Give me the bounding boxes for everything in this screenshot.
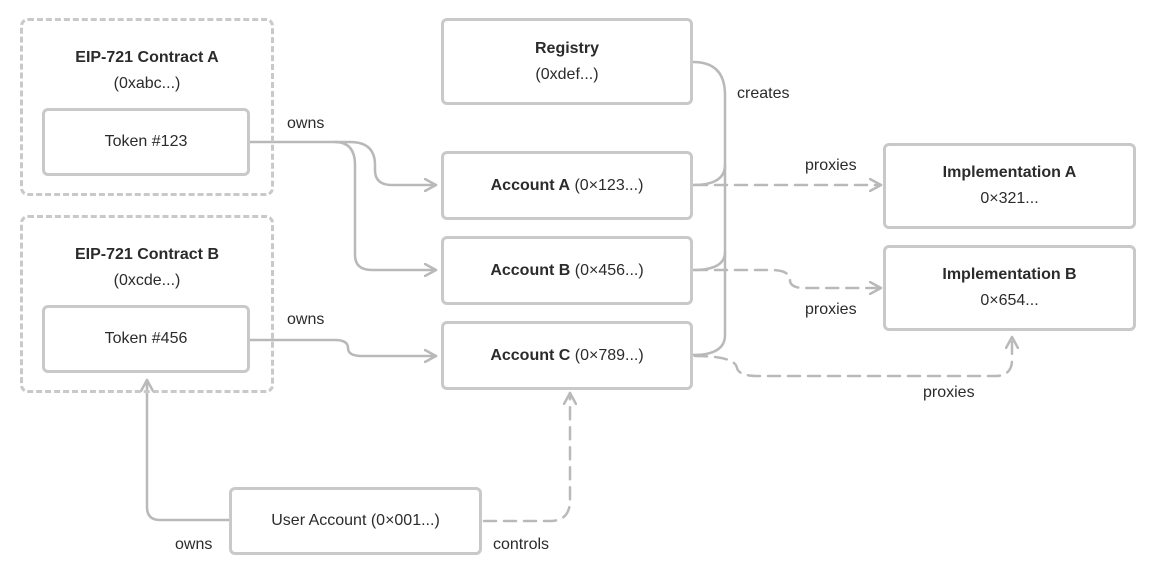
edge-label-owns-user: owns <box>175 536 213 553</box>
account-b-address: (0×456...) <box>570 262 644 279</box>
contract-a-group: EIP-721 Contract A (0xabc...) <box>20 18 274 196</box>
user-account-box[interactable]: User Account (0×001...) <box>229 487 482 555</box>
edge-registry-to-account-a <box>691 163 727 187</box>
implementation-b-address: 0×654... <box>980 292 1039 309</box>
edge-label-proxies-b: proxies <box>805 301 857 318</box>
edge-registry-to-account-b <box>691 250 727 272</box>
registry-address: (0xdef...) <box>535 65 599 83</box>
edge-label-proxies-a: proxies <box>805 157 857 174</box>
token-456-label: Token #456 <box>104 330 188 347</box>
edge-label-owns-a: owns <box>287 115 325 132</box>
registry-title: Registry <box>534 39 600 57</box>
implementation-b-name: Implementation B <box>942 266 1077 283</box>
edge-label-controls: controls <box>493 536 550 553</box>
edge-token123-to-account-b <box>333 140 438 270</box>
edge-token123-to-account-a <box>248 140 438 185</box>
edge-token456-to-account-c <box>248 338 438 356</box>
token-456-box[interactable]: Token #456 <box>42 305 250 373</box>
token-123-label: Token #123 <box>104 133 188 150</box>
edge-label-owns-b: owns <box>287 311 325 328</box>
account-a-address: (0×123...) <box>570 177 644 194</box>
edge-account-c-proxies <box>693 335 1012 378</box>
account-a-box[interactable]: Account A (0×123...) <box>441 151 693 220</box>
implementation-a-address: 0×321... <box>980 190 1039 207</box>
account-c-address: (0×789...) <box>570 347 644 364</box>
implementation-a-name: Implementation A <box>942 164 1077 181</box>
edge-user-controls <box>482 391 570 523</box>
contract-a-address: (0xabc...) <box>113 75 181 92</box>
contract-b-title: EIP-721 Contract B <box>74 246 220 263</box>
edge-user-to-token456 <box>147 378 231 522</box>
edge-label-creates: creates <box>737 85 790 102</box>
account-b-box[interactable]: Account B (0×456...) <box>441 236 693 305</box>
account-c-box[interactable]: Account C (0×789...) <box>441 321 693 390</box>
account-b-name: Account B <box>490 262 571 279</box>
implementation-a-box[interactable]: Implementation A 0×321... <box>883 143 1136 229</box>
contract-a-title: EIP-721 Contract A <box>75 49 219 66</box>
edge-account-b-proxies <box>693 268 883 288</box>
contract-b-address: (0xcde...) <box>113 272 181 289</box>
account-a-name: Account A <box>490 177 571 194</box>
registry-box[interactable]: Registry (0xdef...) <box>441 18 693 105</box>
edge-label-proxies-c: proxies <box>923 384 975 401</box>
token-123-box[interactable]: Token #123 <box>42 108 250 176</box>
account-c-name: Account C <box>490 347 571 364</box>
implementation-b-box[interactable]: Implementation B 0×654... <box>883 245 1136 331</box>
user-account-label: User Account (0×001...) <box>271 512 440 529</box>
edge-registry-creates <box>691 60 727 357</box>
contract-b-group: EIP-721 Contract B (0xcde...) <box>20 215 274 393</box>
